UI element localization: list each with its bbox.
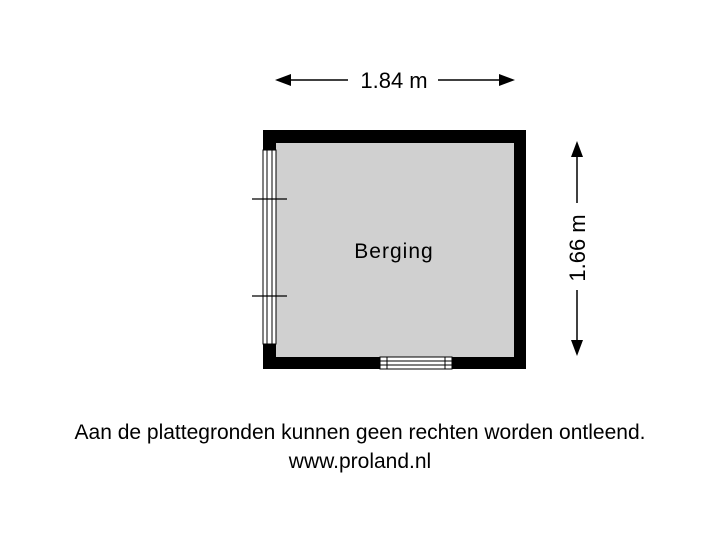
arrow-down-icon (571, 340, 583, 356)
wall-bottom-left (263, 357, 380, 369)
depth-dimension: 1.66 m (565, 141, 590, 356)
wall-top (263, 130, 526, 143)
arrow-up-icon (571, 141, 583, 157)
left-window (252, 149, 287, 345)
wall-left-top (263, 130, 276, 150)
bottom-window-frame (379, 356, 453, 370)
wall-right (514, 130, 526, 369)
walls (263, 130, 526, 369)
depth-dimension-label: 1.66 m (565, 214, 590, 281)
floor-plan: 1.84 m 1.66 m Berging (252, 68, 590, 370)
width-dimension-label: 1.84 m (360, 68, 427, 93)
website-text: www.proland.nl (288, 450, 432, 473)
bottom-window (379, 356, 453, 370)
arrow-left-icon (275, 74, 291, 86)
room-floor (276, 143, 514, 357)
width-dimension: 1.84 m (275, 68, 515, 93)
wall-left-bottom (263, 344, 276, 369)
arrow-right-icon (499, 74, 515, 86)
room-label: Berging (354, 240, 433, 263)
wall-bottom-right (452, 357, 526, 369)
disclaimer-text: Aan de plattegronden kunnen geen rechten… (74, 421, 646, 444)
left-window-frame (262, 149, 277, 345)
